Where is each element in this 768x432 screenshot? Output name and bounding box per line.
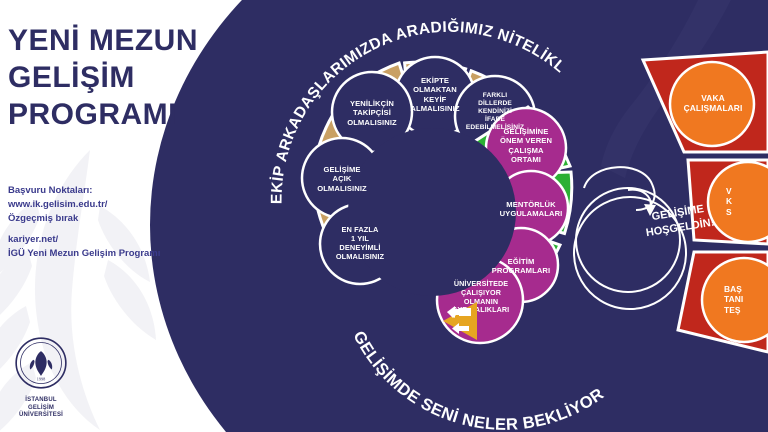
double-left-arrow-icon	[443, 302, 477, 340]
apply-link-ik[interactable]: www.ik.gelisim.edu.tr/	[8, 198, 108, 210]
uni-name-line-3: ÜNİVERSİTESİ	[18, 412, 64, 418]
application-points: Başvuru Noktaları: www.ik.gelisim.edu.tr…	[8, 184, 223, 261]
far-segment-group	[640, 50, 768, 354]
university-seal-icon: 1998	[15, 337, 67, 389]
apply-link-kariyer[interactable]: kariyer.net/	[8, 234, 59, 246]
left-bubble-group	[300, 55, 537, 286]
university-name: İSTANBUL GELİŞİM ÜNİVERSİTESİ	[6, 397, 76, 420]
title-line-1: YENİ MEZUN	[8, 24, 199, 57]
apply-label: Başvuru Noktaları:	[8, 185, 93, 196]
university-logo: 1998 İSTANBUL GELİŞİM ÜNİVERSİTESİ	[6, 336, 76, 426]
curved-arrow-down-icon	[627, 188, 656, 216]
welcome-circle-outline	[575, 187, 681, 293]
uni-name-line-2: GELİŞİM	[27, 404, 55, 411]
apply-link-kariyer-sub: İGÜ Yeni Mezun Gelişim Programı	[8, 248, 161, 260]
title-line-2: GELİŞİM	[8, 61, 135, 95]
svg-text:1998: 1998	[37, 376, 46, 381]
uni-name-line-1: İSTANBUL	[25, 397, 57, 403]
wheel-graphic	[300, 50, 768, 354]
title-line-3: PROGRAMI	[8, 98, 177, 132]
bubble-vaka	[668, 60, 756, 148]
bubble-cropped-2	[706, 160, 768, 244]
page-title: YENİ MEZUN GELİŞİM PROGRAMI	[8, 22, 258, 134]
laurel-watermark-icon	[0, 150, 156, 431]
wheel-center	[348, 128, 516, 296]
apply-link-ik-sub: Özgeçmiş bırak	[8, 212, 79, 224]
bubble-cropped-3	[700, 256, 768, 344]
apply-spacer	[8, 225, 223, 233]
